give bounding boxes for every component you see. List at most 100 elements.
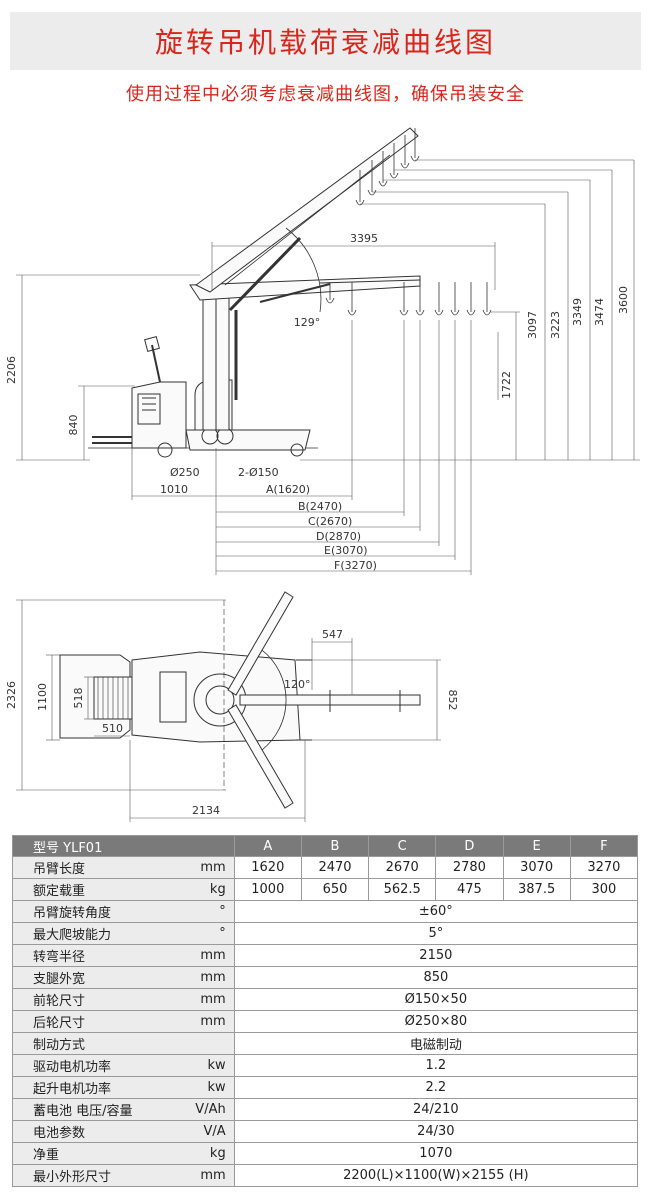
row-label: 最大爬坡能力 bbox=[11, 922, 156, 945]
table-cell: 1620 bbox=[233, 856, 302, 879]
dim-1722: 1722 bbox=[500, 371, 513, 399]
table-row: 支腿外宽 mm 850 bbox=[11, 966, 639, 989]
row-unit: kg bbox=[155, 878, 235, 901]
row-unit bbox=[155, 1032, 235, 1055]
row-unit: mm bbox=[155, 944, 235, 967]
table-cell: 2780 bbox=[435, 856, 504, 879]
row-label: 后轮尺寸 bbox=[11, 1010, 156, 1033]
reach-c: C(2670) bbox=[308, 515, 352, 528]
table-cell: Ø150×50 bbox=[233, 988, 639, 1011]
table-row: 净重 kg 1070 bbox=[11, 1142, 639, 1165]
table-row: 吊臂旋转角度 ° ±60° bbox=[11, 900, 639, 923]
dim-3600: 3600 bbox=[617, 286, 630, 314]
row-label: 净重 bbox=[11, 1142, 156, 1165]
row-label: 电池参数 bbox=[11, 1120, 156, 1143]
table-row: 最小外形尺寸 mm 2200(L)×1100(W)×2155 (H) bbox=[11, 1164, 639, 1187]
col-a-header: A bbox=[233, 835, 302, 857]
row-label: 支腿外宽 bbox=[11, 966, 156, 989]
reach-b: B(2470) bbox=[298, 500, 342, 513]
table-row: 蓄电池 电压/容量 V/Ah 24/210 bbox=[11, 1098, 639, 1121]
row-label: 起升电机功率 bbox=[11, 1076, 156, 1099]
table-cell: 1.2 bbox=[233, 1054, 639, 1077]
row-label: 吊臂长度 bbox=[11, 856, 156, 879]
side-view bbox=[16, 127, 640, 575]
table-row: 驱动电机功率 kw 1.2 bbox=[11, 1054, 639, 1077]
row-label: 最小外形尺寸 bbox=[11, 1164, 156, 1187]
table-cell: Ø250×80 bbox=[233, 1010, 639, 1033]
reach-e: E(3070) bbox=[324, 544, 368, 557]
technical-drawings: 2206 840 3395 129° 1722 3097 3223 3349 3… bbox=[5, 127, 640, 822]
row-unit: V/Ah bbox=[155, 1098, 235, 1121]
dim-angle-129: 129° bbox=[294, 316, 321, 329]
dim-rear-wheel: Ø250 bbox=[170, 466, 200, 479]
col-b-header: B bbox=[300, 835, 370, 857]
dim-510: 510 bbox=[102, 722, 123, 735]
page-title: 旋转吊机载荷衰减曲线图 bbox=[154, 26, 496, 59]
table-cell: 24/30 bbox=[233, 1120, 639, 1143]
col-e-header: E bbox=[502, 835, 571, 857]
table-cell: 3070 bbox=[502, 856, 571, 879]
table-cell: 562.5 bbox=[368, 878, 437, 901]
reach-a: A(1620) bbox=[266, 483, 310, 496]
dim-angle-120: 120° bbox=[284, 678, 311, 691]
table-cell: 2200(L)×1100(W)×2155 (H) bbox=[233, 1164, 639, 1187]
table-row: 转弯半径 mm 2150 bbox=[11, 944, 639, 967]
reach-d: D(2870) bbox=[316, 530, 361, 543]
table-cell: 电磁制动 bbox=[233, 1032, 639, 1055]
dim-3395: 3395 bbox=[350, 232, 378, 245]
row-unit: kw bbox=[155, 1054, 235, 1077]
dim-3474: 3474 bbox=[593, 298, 606, 326]
row-unit: kw bbox=[155, 1076, 235, 1099]
row-unit: ° bbox=[155, 900, 235, 923]
table-cell: 1000 bbox=[233, 878, 302, 901]
row-label: 制动方式 bbox=[11, 1032, 156, 1055]
dim-3097: 3097 bbox=[526, 311, 539, 339]
dim-2206: 2206 bbox=[5, 356, 18, 384]
dim-1100: 1100 bbox=[36, 683, 49, 711]
row-label: 前轮尺寸 bbox=[11, 988, 156, 1011]
table-row: 吊臂长度 mm 1620 2470 2670 2780 3070 3270 bbox=[11, 856, 639, 879]
title-bar: 旋转吊机载荷衰减曲线图 bbox=[10, 12, 641, 70]
table-row: 额定载重 kg 1000 650 562.5 475 387.5 300 bbox=[11, 878, 639, 901]
row-unit: V/A bbox=[155, 1120, 235, 1143]
col-f-header: F bbox=[569, 835, 639, 857]
row-unit: mm bbox=[155, 856, 235, 879]
col-c-header: C bbox=[368, 835, 437, 857]
row-unit: mm bbox=[155, 1010, 235, 1033]
reach-f: F(3270) bbox=[334, 559, 377, 572]
row-unit: ° bbox=[155, 922, 235, 945]
top-view bbox=[16, 591, 441, 822]
dim-3349: 3349 bbox=[571, 298, 584, 326]
table-cell: 2670 bbox=[368, 856, 437, 879]
row-unit: kg bbox=[155, 1142, 235, 1165]
table-cell: 2470 bbox=[300, 856, 370, 879]
table-cell: ±60° bbox=[233, 900, 639, 923]
spec-table: 型号 YLF01 A B C D E F 吊臂长度 mm 1620 2470 2… bbox=[11, 835, 639, 1187]
table-cell: 24/210 bbox=[233, 1098, 639, 1121]
table-cell: 475 bbox=[435, 878, 504, 901]
model-header: 型号 YLF01 bbox=[12, 835, 235, 857]
spec-header-row: 型号 YLF01 A B C D E F bbox=[12, 835, 639, 857]
table-cell: 2.2 bbox=[233, 1076, 639, 1099]
row-unit: mm bbox=[155, 966, 235, 989]
table-cell: 387.5 bbox=[502, 878, 571, 901]
table-row: 制动方式 电磁制动 bbox=[11, 1032, 639, 1055]
row-label: 驱动电机功率 bbox=[11, 1054, 156, 1077]
row-label: 蓄电池 电压/容量 bbox=[11, 1098, 156, 1121]
col-d-header: D bbox=[435, 835, 504, 857]
row-unit: mm bbox=[155, 1164, 235, 1187]
table-cell: 5° bbox=[233, 922, 639, 945]
dim-852: 852 bbox=[446, 690, 459, 711]
dim-518: 518 bbox=[72, 688, 85, 709]
warning-subtitle: 使用过程中必须考虑衰减曲线图，确保吊装安全 bbox=[126, 84, 525, 105]
dim-3223: 3223 bbox=[549, 311, 562, 339]
row-unit: mm bbox=[155, 988, 235, 1011]
table-row: 最大爬坡能力 ° 5° bbox=[11, 922, 639, 945]
dim-1010: 1010 bbox=[160, 483, 188, 496]
table-row: 电池参数 V/A 24/30 bbox=[11, 1120, 639, 1143]
dim-840: 840 bbox=[67, 415, 80, 436]
row-label: 额定载重 bbox=[11, 878, 156, 901]
table-row: 前轮尺寸 mm Ø150×50 bbox=[11, 988, 639, 1011]
table-cell: 300 bbox=[569, 878, 639, 901]
dim-2134: 2134 bbox=[192, 804, 220, 817]
